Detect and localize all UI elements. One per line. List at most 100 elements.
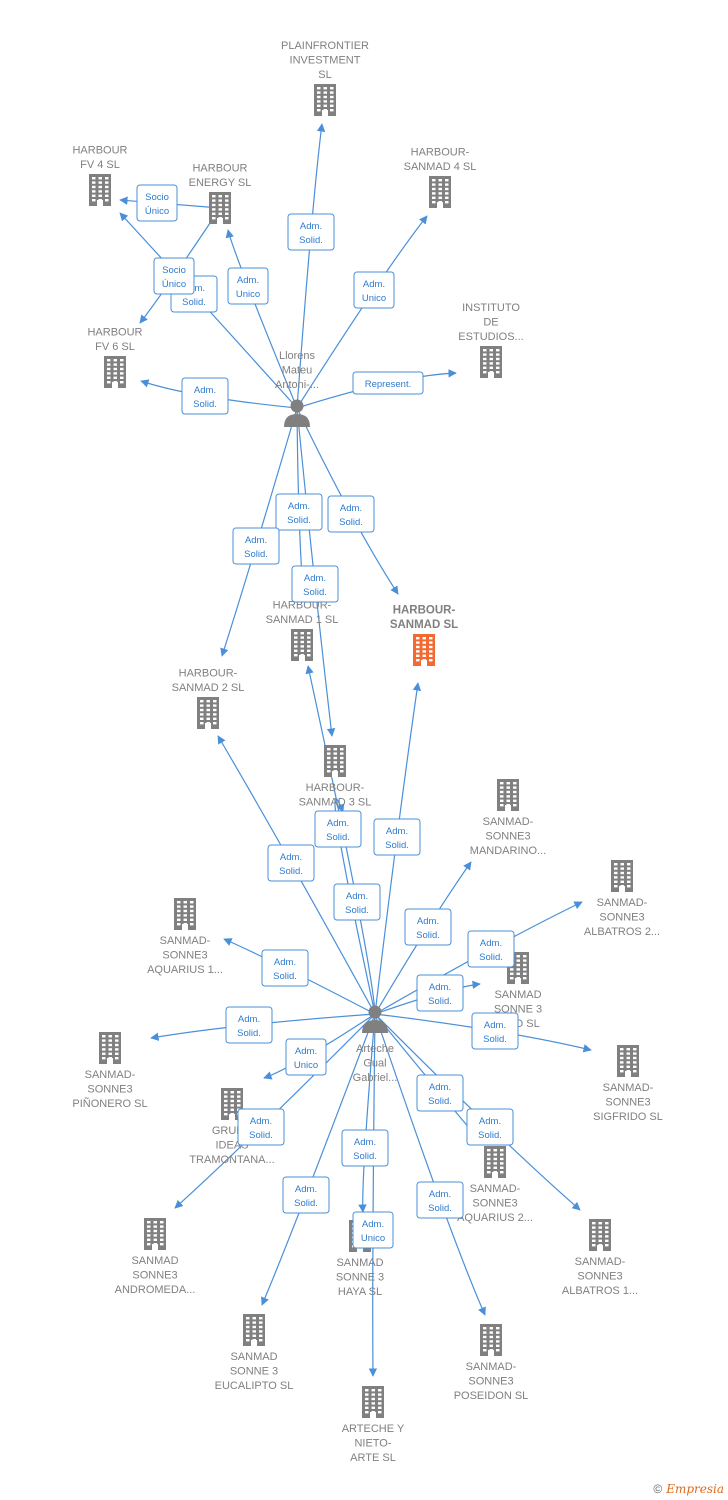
edge-label[interactable]: Adm.Solid. xyxy=(341,1129,389,1167)
edge-label[interactable]: Adm.Solid. xyxy=(471,1012,519,1050)
building-window xyxy=(592,1235,596,1238)
edge-label[interactable]: Adm.Solid. xyxy=(287,213,335,251)
building-window xyxy=(633,1061,637,1064)
building-window xyxy=(371,1406,375,1409)
edge-label[interactable]: Adm.Unico xyxy=(285,1038,327,1076)
building-window xyxy=(500,804,504,807)
node-llorens[interactable]: LlorensMateuAntoni-... xyxy=(275,350,319,427)
node-mandarino[interactable]: SANMAD-SONNE3MANDARINO... xyxy=(470,779,546,857)
building-window xyxy=(605,1222,609,1225)
building-window xyxy=(513,804,517,807)
building-window xyxy=(246,1334,250,1337)
building-window xyxy=(317,95,321,99)
node-arteche[interactable]: ArtecheGualGabriel... xyxy=(353,1005,398,1085)
building-window xyxy=(429,645,433,649)
edge-label[interactable]: Adm.Solid. xyxy=(416,1181,464,1219)
building-window xyxy=(378,1411,382,1414)
node-label: SANMAD- xyxy=(466,1361,517,1373)
footer-brand[interactable]: ©Empresia xyxy=(653,1482,724,1496)
node-harbour_sanmad3[interactable]: HARBOUR-SANMAD 3 SL xyxy=(299,745,372,809)
building-window xyxy=(300,640,304,644)
building-window xyxy=(147,1234,151,1237)
node-label: HARBOUR- xyxy=(179,668,238,680)
building-window xyxy=(120,367,124,371)
building-window xyxy=(378,1389,382,1392)
node-instituto[interactable]: INSTITUTODEESTUDIOS... xyxy=(458,302,524,378)
edge-label[interactable]: Adm.Solid. xyxy=(261,949,309,987)
building-window xyxy=(108,1048,112,1051)
edge-label[interactable]: Adm.Solid. xyxy=(232,527,280,565)
edge-label[interactable]: Adm.Solid. xyxy=(466,1108,514,1146)
building-window xyxy=(307,645,311,648)
building-window xyxy=(438,192,442,195)
edge-label-box xyxy=(285,1038,327,1076)
building-window xyxy=(633,1048,637,1051)
edge-label[interactable]: Adm.Solid. xyxy=(291,565,339,603)
edge-label-box xyxy=(282,1176,330,1214)
node-harbour_sanmad2[interactable]: HARBOUR-SANMAD 2 SL xyxy=(172,668,245,730)
edge-label-box xyxy=(404,908,452,946)
building-window xyxy=(516,959,520,962)
edge-label-text: Solid. xyxy=(385,840,409,851)
building-window xyxy=(327,748,331,751)
edge-label[interactable]: Adm.Solid. xyxy=(267,844,315,882)
edge-label[interactable]: Adm.Solid. xyxy=(237,1108,285,1146)
node-harbour_sanmad4[interactable]: HARBOUR-SANMAD 4 SL xyxy=(404,147,477,209)
edge-label[interactable]: Adm.Solid. xyxy=(416,974,464,1012)
edge-label[interactable]: Adm.Unico xyxy=(352,1211,394,1249)
edge-label[interactable]: Adm.Solid. xyxy=(467,930,515,968)
edge-label[interactable]: Adm.Solid. xyxy=(282,1176,330,1214)
edge-label[interactable]: Adm.Unico xyxy=(353,271,395,309)
edge-label[interactable]: Adm.Solid. xyxy=(181,377,229,415)
edge-label[interactable]: Adm.Solid. xyxy=(333,883,381,921)
building-window xyxy=(333,752,337,755)
building-window xyxy=(307,640,311,644)
edge-label[interactable]: Adm.Solid. xyxy=(314,810,362,848)
building-window xyxy=(516,963,520,967)
edge-label-text: Solid. xyxy=(428,1203,452,1214)
building-window xyxy=(294,636,298,639)
edge-label[interactable]: Adm.Solid. xyxy=(404,908,452,946)
building-window xyxy=(113,363,117,366)
node-label: SONNE3 xyxy=(485,831,530,843)
person-body xyxy=(362,1020,388,1033)
building-window xyxy=(218,199,222,202)
edge-label-text: Adm. xyxy=(362,1219,384,1230)
edge-label[interactable]: Adm.Solid. xyxy=(373,818,421,856)
edge-label[interactable]: Adm.Unico xyxy=(227,267,269,305)
edge-label[interactable]: Represent. xyxy=(352,371,424,395)
node-harbour_sanmad1[interactable]: HARBOUR-SANMAD 1 SL xyxy=(266,600,339,662)
building-window xyxy=(107,376,111,379)
node-label: SANMAD xyxy=(230,1351,277,1363)
building-window xyxy=(438,196,442,199)
building-window xyxy=(153,1229,157,1233)
building-window xyxy=(218,208,222,211)
edge-label[interactable]: Adm.Solid. xyxy=(416,1074,464,1112)
building-window xyxy=(516,968,520,971)
node-harbour_sanmad[interactable]: HARBOUR-SANMAD SL xyxy=(390,605,458,667)
edge-label-text: Adm. xyxy=(479,1116,501,1127)
edge-label-text: Represent. xyxy=(365,379,411,390)
node-andromeda[interactable]: SANMADSONNE3ANDROMEDA... xyxy=(115,1218,196,1296)
edge-label[interactable]: Adm.Solid. xyxy=(327,495,375,533)
edge-label[interactable]: Adm.Solid. xyxy=(225,1006,273,1044)
building-window xyxy=(516,972,520,975)
building-window xyxy=(200,717,204,720)
edge-label[interactable]: Adm.Solid. xyxy=(275,493,323,531)
building-window xyxy=(513,795,517,798)
